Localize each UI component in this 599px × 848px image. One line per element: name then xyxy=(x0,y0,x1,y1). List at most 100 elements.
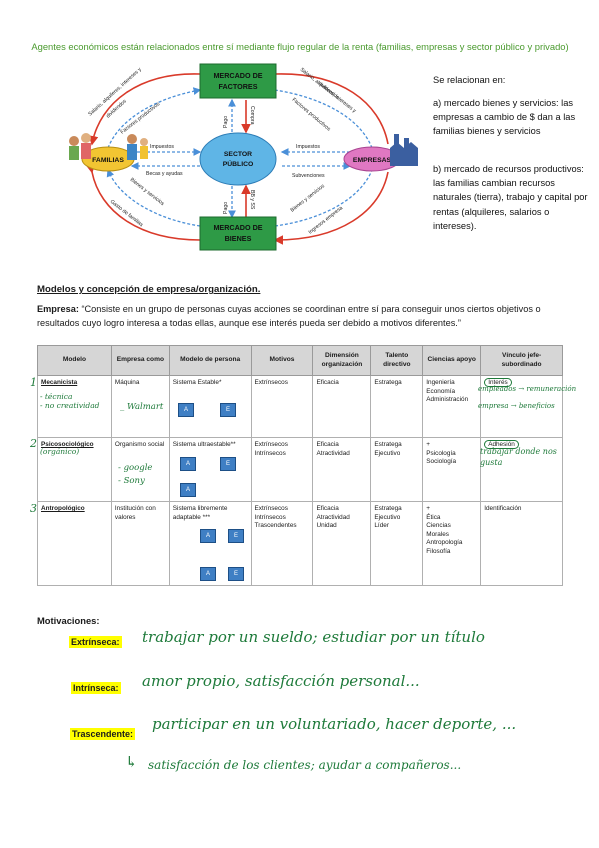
box-a: A xyxy=(200,567,216,581)
box-a: A xyxy=(180,457,196,471)
flow-arrow xyxy=(107,87,202,149)
label-pago-top: Pago xyxy=(223,116,229,128)
empresa-definition: Empresa: “Consiste en un grupo de person… xyxy=(37,303,567,330)
label-ingresos: Ingresos empresa xyxy=(308,205,345,235)
cell-empresa: Máquina xyxy=(110,375,170,438)
row-number: 2 xyxy=(30,437,37,450)
side-item-b: b) mercado de recursos productivos: las … xyxy=(433,164,588,231)
cell-ciencias: + Psicología Sociología xyxy=(422,437,482,502)
trascendente-text2: satisfacción de los clientes; ayudar a c… xyxy=(148,758,462,772)
box-e: E xyxy=(220,403,236,417)
empresa-quote: “Consiste en un grupo de personas cuyas … xyxy=(37,304,541,328)
side-intro: Se relacionan en: xyxy=(433,75,506,85)
hand-note: _ Walmart xyxy=(120,402,164,412)
motivaciones-heading: Motivaciones: xyxy=(37,615,100,626)
box-e: E xyxy=(228,529,244,543)
box-a: A xyxy=(178,403,194,417)
node-empresas-label: EMPRESAS xyxy=(353,157,392,164)
factory-icon xyxy=(390,134,418,166)
flow-arrow xyxy=(274,89,378,156)
cell-ciencias: Ingeniería Economía Administración xyxy=(422,375,482,438)
label-compra: Compra xyxy=(249,106,255,125)
extrinseca-text: trabajar por un sueldo; estudiar por un … xyxy=(142,628,485,646)
persona-diagram-2: A E A xyxy=(180,457,240,497)
node-mercado-factores-label: FACTORES xyxy=(218,82,257,91)
table-header: Ciencias apoyo xyxy=(422,345,482,376)
table-row: Mecanicista Máquina Sistema Estable* Ext… xyxy=(37,375,563,438)
cell-talento: Estratega xyxy=(370,375,424,438)
node-mercado-bienes-label: BIENES xyxy=(225,234,252,243)
table-header-row: Modelo Empresa como Modelo de persona Mo… xyxy=(37,345,563,376)
node-mercado-factores xyxy=(199,63,277,99)
hand-note: (orgánico) xyxy=(40,447,80,456)
cell-empresa: Organismo social xyxy=(110,437,170,502)
cell-ciencias: + Ética Ciencias Morales Antropología Fi… xyxy=(422,501,482,586)
box-e: E xyxy=(228,567,244,581)
cell-dimension: Eficacia xyxy=(312,375,372,438)
persona-diagram-3: A E A E xyxy=(190,525,250,583)
row-number: 3 xyxy=(30,502,37,515)
flow-arrow xyxy=(106,168,201,227)
hand-note: empresa → beneficios xyxy=(478,402,555,410)
label-impuestos-left: Impuestos xyxy=(150,144,174,150)
row-number: 1 xyxy=(30,376,37,389)
cell-dimension: Eficacia Atractividad Unidad xyxy=(312,501,372,586)
label-factores-right: Factores productivos xyxy=(291,97,332,133)
models-table: Modelo Empresa como Modelo de persona Mo… xyxy=(37,345,563,586)
table-header: Dimensión organización xyxy=(312,345,372,376)
cell-motivos: Extrínsecos Intrínsecos Trascendentes xyxy=(250,501,314,586)
model-name: Antropológico xyxy=(41,505,85,512)
trascendente-label: Trascendente: xyxy=(70,728,136,740)
extrinseca-label: Extrínseca: xyxy=(69,636,122,648)
models-heading: Modelos y concepción de empresa/organiza… xyxy=(37,284,261,295)
cell-vinculo: Adhesión xyxy=(484,440,519,449)
label-pago-bottom: Pago xyxy=(223,202,229,214)
table-row: Antropológico Institución con valores Si… xyxy=(37,501,563,586)
cell-vinculo: Identificación xyxy=(480,501,563,586)
label-subvenciones: Subvenciones xyxy=(292,173,325,179)
cell-talento: Estratega Ejecutivo xyxy=(370,437,424,502)
box-a: A xyxy=(180,483,196,497)
cell-persona: Sistema libremente adaptable *** xyxy=(172,505,228,521)
node-sector-publico xyxy=(199,132,277,186)
flow-arrow xyxy=(266,69,389,145)
circular-flow-diagram: MERCADO DE FACTORES MERCADO DE BIENES FA… xyxy=(69,63,418,251)
node-mercado-bienes-label: MERCADO DE xyxy=(213,223,262,232)
table-header: Talento directivo xyxy=(370,345,424,376)
cell-persona: Sistema Estable* xyxy=(172,379,222,386)
cell-empresa: Institución con valores xyxy=(110,501,170,586)
table-header: Motivos xyxy=(250,345,314,376)
model-name: Psicosociológico xyxy=(41,441,94,448)
empresa-label: Empresa: xyxy=(37,304,79,314)
flow-arrow xyxy=(268,169,373,231)
flow-arrow xyxy=(88,73,201,146)
table-header: Empresa como xyxy=(110,345,170,376)
cell-vinculo: Interés xyxy=(484,378,512,387)
box-a: A xyxy=(200,529,216,543)
node-mercado-bienes xyxy=(199,216,277,251)
node-sector-publico-label: PÚBLICO xyxy=(223,159,254,168)
label-factores-left: Factores productivos xyxy=(120,101,162,136)
cell-persona: Sistema ultraestable** xyxy=(172,441,236,448)
trascendente-arrow-icon: ↳ xyxy=(125,753,138,771)
cell-motivos: Extrínsecos xyxy=(250,375,314,438)
hand-note: empleados → remuneración xyxy=(478,385,577,393)
table-header: Modelo xyxy=(37,345,112,376)
table-header: Vínculo jefe-subordinado xyxy=(480,345,563,376)
cell-dimension: Eficacia Atractividad xyxy=(312,437,372,502)
label-gasto: Gasto de familias xyxy=(109,199,145,229)
flow-arrow xyxy=(85,163,201,241)
intrinseca-label: Intrínseca: xyxy=(71,682,121,694)
model-name: Mecanicista xyxy=(41,379,78,386)
intrinseca-text: amor propio, satisfacción personal... xyxy=(142,672,420,690)
cell-motivos: Extrínsecos Intrínsecos xyxy=(250,437,314,502)
family-illustration xyxy=(69,133,148,160)
flow-arrow xyxy=(273,171,389,245)
node-familias-label: FAMILIAS xyxy=(92,157,124,164)
label-impuestos-right: Impuestos xyxy=(296,144,320,150)
persona-diagram-1: A E xyxy=(178,395,238,423)
box-e: E xyxy=(220,457,236,471)
hand-note: - google - Sony xyxy=(118,463,153,486)
trascendente-text: participar en un voluntariado, hacer dep… xyxy=(152,715,517,733)
label-bbss: BB y SS xyxy=(249,190,255,210)
